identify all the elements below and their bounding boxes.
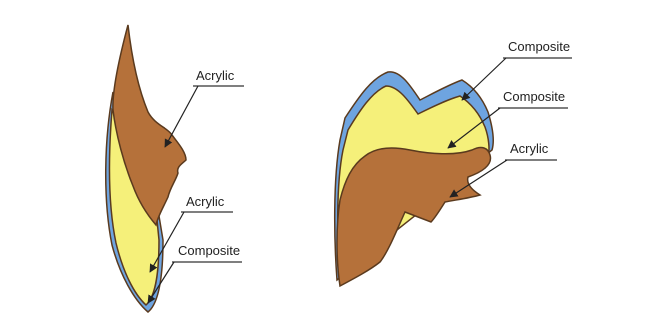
label-text: Composite	[503, 89, 565, 104]
left-tooth-figure	[106, 25, 186, 312]
label-text: Composite	[508, 39, 570, 54]
pointer-arrow	[462, 58, 506, 100]
label-text: Acrylic	[196, 68, 235, 83]
label-text: Acrylic	[510, 141, 549, 156]
label-text: Acrylic	[186, 194, 225, 209]
label-left-acrylic-top: Acrylic	[165, 68, 244, 147]
pointer-arrow	[165, 86, 198, 147]
right-tooth-figure	[335, 72, 494, 286]
label-text: Composite	[178, 243, 240, 258]
